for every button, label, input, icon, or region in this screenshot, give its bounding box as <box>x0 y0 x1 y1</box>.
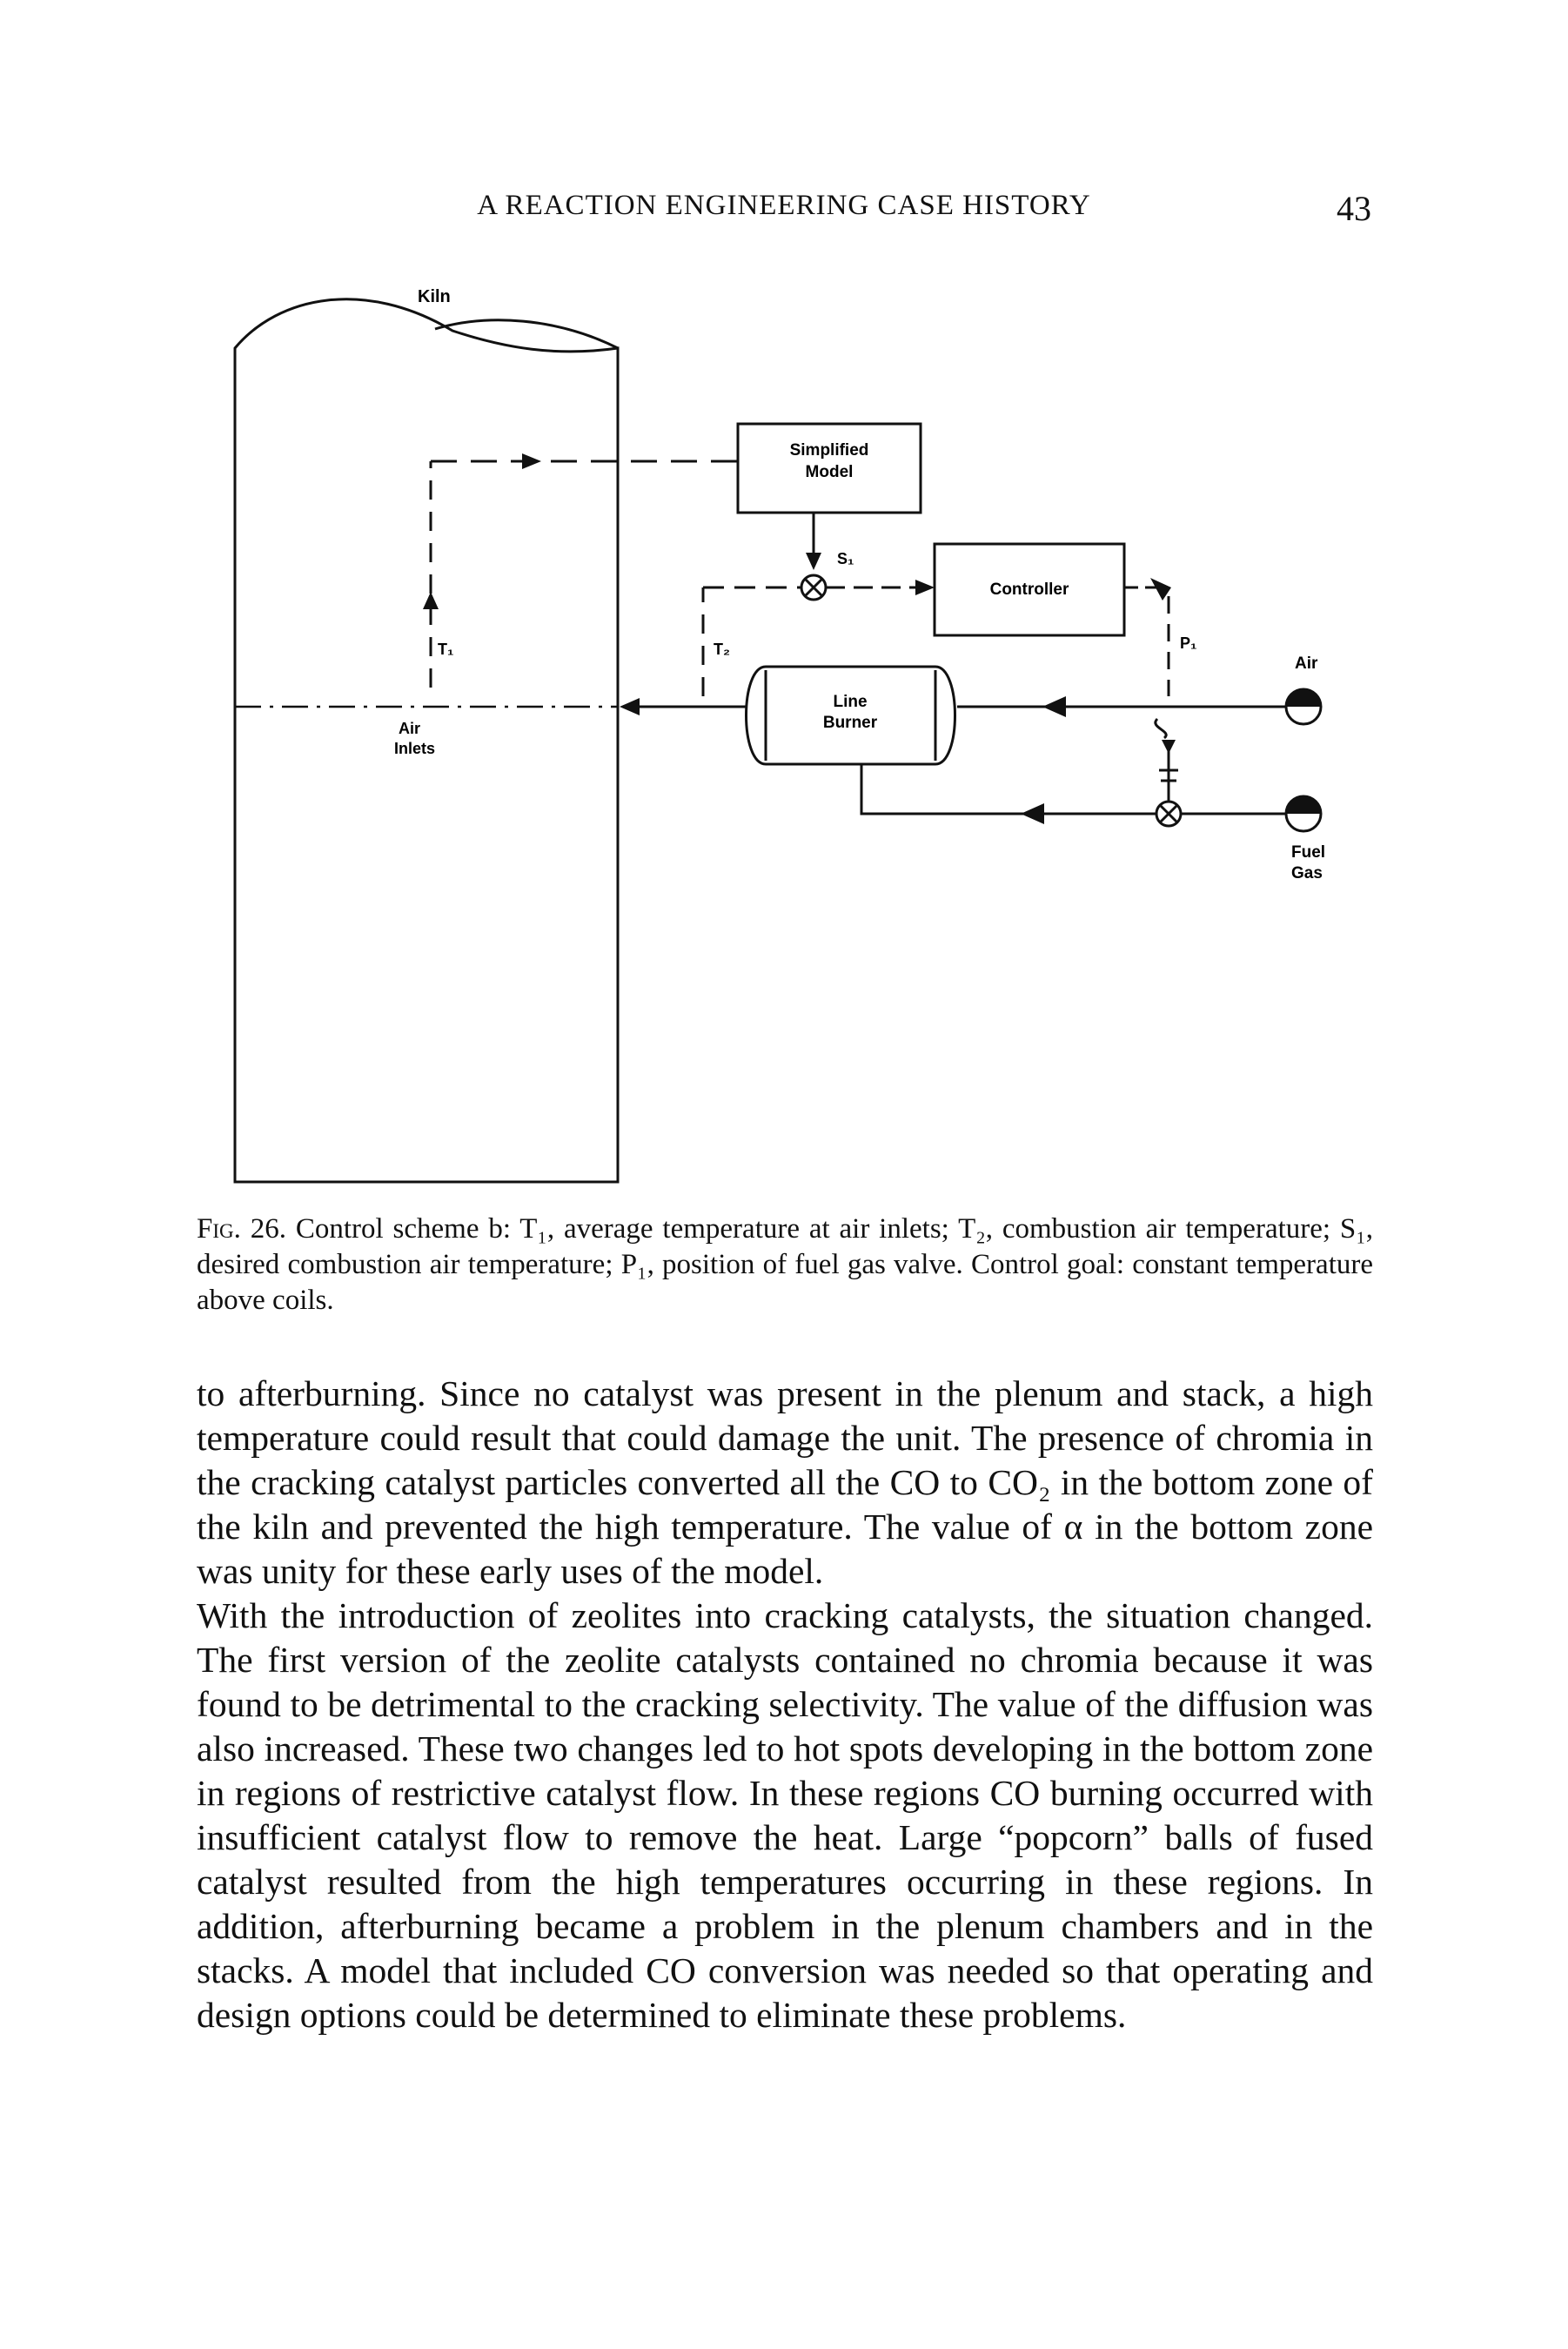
summing-junction <box>800 574 828 601</box>
line-burner <box>745 665 956 766</box>
p1-label: P₁ <box>1180 634 1196 652</box>
t1-up-arrow <box>423 592 439 609</box>
fuel-gas-source <box>1284 795 1323 833</box>
air-supply-arrow <box>1042 696 1066 717</box>
t1-right-arrow <box>522 453 541 469</box>
air-inlets-label-line1: Air <box>399 720 420 737</box>
control-scheme-diagram: Kiln T₁ Air Inlets Simplified Model S₁ T… <box>233 287 1325 1184</box>
page-number: 43 <box>1337 189 1371 228</box>
fuel-gas-label-line2: Gas <box>1291 864 1323 883</box>
paragraph: to afterburning. Since no catalyst was p… <box>197 1373 1373 1591</box>
running-title: A REACTION ENGINEERING CASE HISTORY <box>477 190 1091 221</box>
line-burner-label-line2: Burner <box>823 714 878 732</box>
simplified-model-label-line1: Simplified <box>790 441 869 460</box>
fuel-valve <box>1154 717 1183 828</box>
controller-box <box>933 542 1126 637</box>
line-burner-label-line1: Line <box>833 693 867 711</box>
p1-signal-line <box>1124 586 1170 696</box>
simplified-model-box <box>736 422 922 514</box>
fuel-gas-line <box>860 764 1286 815</box>
fuel-gas-label-line1: Fuel <box>1291 843 1325 862</box>
simplified-model-label-line2: Model <box>806 463 854 481</box>
figure-caption: Fig. 26. Control scheme b: T₁, average t… <box>197 1211 1373 1319</box>
figure-number: Fig. 26. <box>197 1213 286 1245</box>
body-text: to afterburning. Since no catalyst was p… <box>197 1372 1373 2037</box>
page-header: A REACTION ENGINEERING CASE HISTORY 43 <box>197 189 1371 233</box>
controller-label: Controller <box>990 581 1069 599</box>
p1-arrow <box>1150 578 1171 601</box>
s1-label: S₁ <box>837 550 854 567</box>
air-source <box>1284 688 1323 726</box>
air-inlets-label-line2: Inlets <box>394 740 435 757</box>
t2-label: T₂ <box>714 641 730 658</box>
air-label: Air <box>1295 654 1318 673</box>
t1-label: T₁ <box>438 641 453 658</box>
fuel-gas-arrow <box>1021 803 1044 824</box>
combustion-air-arrow <box>620 698 640 715</box>
kiln-label: Kiln <box>418 287 451 306</box>
error-signal-arrow <box>915 580 935 595</box>
s1-arrow <box>806 553 821 570</box>
caption-text: Control scheme b: T₁, average temperatur… <box>197 1213 1374 1316</box>
t1-signal-line <box>429 460 738 688</box>
kiln-vessel <box>233 298 620 1184</box>
paragraph: With the introduction of zeolites into c… <box>197 1595 1373 2035</box>
t2-signal-line <box>701 586 801 696</box>
